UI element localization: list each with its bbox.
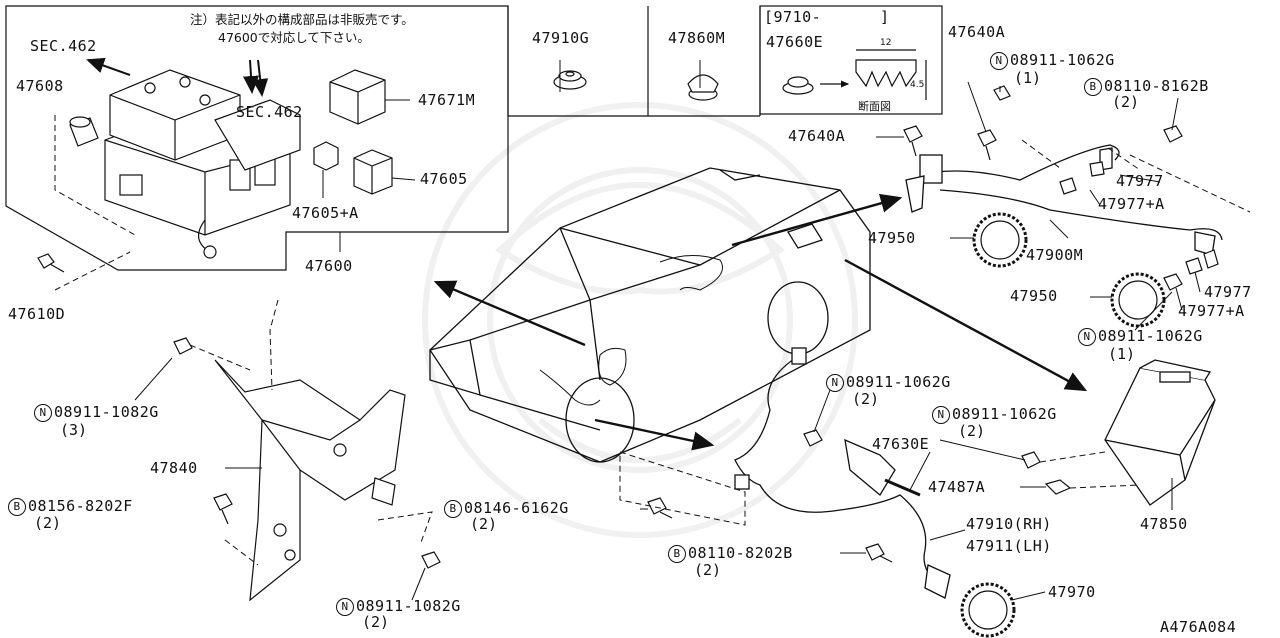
part-label-47860M[interactable]: 47860M: [668, 29, 726, 47]
part-label-47605[interactable]: 47605: [420, 170, 468, 188]
part-label-47911LH[interactable]: 47911(LH): [966, 537, 1052, 555]
part-label-47600[interactable]: 47600: [305, 257, 353, 275]
grommet-47910G-drawing: [553, 70, 587, 90]
tone-wheels: [960, 212, 1166, 638]
vehicle-outline: [429, 167, 871, 463]
section-dim-width: 12: [880, 38, 892, 48]
nut-prefix-badge: N: [1078, 328, 1096, 346]
plug-47860M-drawing: [687, 74, 719, 101]
part-label-47671M[interactable]: 47671M: [418, 91, 476, 109]
nut-prefix-badge: N: [34, 404, 52, 422]
qty-n-08911-1062G-mid2: (2): [958, 422, 986, 440]
front-sensor-drawing: [734, 347, 951, 599]
part-label-47640A-top[interactable]: 47640A: [948, 23, 1006, 41]
sec-ref-left[interactable]: SEC.462: [30, 37, 97, 55]
part-label-47608[interactable]: 47608: [16, 77, 64, 95]
bolt-prefix-badge: B: [444, 500, 462, 518]
part-label-47950-top[interactable]: 47950: [868, 229, 916, 247]
part-label-47610D[interactable]: 47610D: [8, 305, 66, 323]
control-unit-47850-drawing: [1104, 359, 1216, 506]
qty-b-08110-8202B: (2): [694, 561, 722, 579]
dashed-leaders: [54, 115, 1251, 566]
parts-note-line1: 注）表記以外の構成部品は非販売です。: [190, 12, 414, 27]
nut-prefix-badge: N: [932, 406, 950, 424]
qty-b-08110-8162B: (2): [1112, 93, 1140, 111]
part-label-47850[interactable]: 47850: [1140, 515, 1188, 533]
bolt-prefix-badge: B: [668, 545, 686, 563]
qty-b-08146-6162G: (2): [470, 515, 498, 533]
qty-n-08911-1082G-left: (3): [60, 421, 88, 439]
qty-n-08911-1062G-right: (1): [1108, 345, 1136, 363]
part-label-47970[interactable]: 47970: [1048, 583, 1096, 601]
part-label-47640A-left[interactable]: 47640A: [788, 127, 846, 145]
parts-note-line2: 47600で対応して下さい。: [218, 30, 370, 45]
part-label-47910RH[interactable]: 47910(RH): [966, 515, 1052, 533]
part-label-47977-right[interactable]: 47977: [1204, 283, 1252, 301]
part-label-47977A-top[interactable]: 47977+A: [1098, 195, 1165, 213]
bolt-prefix-badge: B: [8, 498, 26, 516]
section-view-caption: 断面図: [858, 100, 891, 113]
part-label-47910G[interactable]: 47910G: [532, 29, 590, 47]
callout-arrows: [433, 193, 1088, 451]
part-label-47950-mid[interactable]: 47950: [1010, 287, 1058, 305]
actuator-frame: [5, 5, 943, 271]
vehicle-harness: [539, 255, 723, 406]
drawing-code: A476A084: [1160, 618, 1237, 636]
solid-leaders: [134, 60, 1201, 601]
qty-n-08911-1062G-mid1: (2): [852, 390, 880, 408]
nut-prefix-badge: N: [990, 52, 1008, 70]
bracket-47840-drawing: [214, 359, 406, 602]
part-label-47840[interactable]: 47840: [150, 459, 198, 477]
grommet-47660E-drawing: [782, 49, 927, 100]
inset-date-start: [9710-: [764, 8, 822, 26]
nut-prefix-badge: N: [826, 374, 844, 392]
part-47605A-drawing: [313, 141, 339, 171]
section-dim-height: 4.5: [910, 80, 925, 90]
bolt-prefix-badge: B: [1084, 78, 1102, 96]
sec-ref-right[interactable]: SEC.462: [236, 103, 303, 121]
watermark-emblem: [422, 102, 858, 538]
part-label-47977-top[interactable]: 47977: [1116, 172, 1164, 190]
rear-sensors: [1059, 161, 1219, 275]
part-47608-drawing: [69, 116, 99, 147]
qty-n-08911-1062G-top: (1): [1014, 69, 1042, 87]
qty-b-08156-8202F: (2): [34, 514, 62, 532]
inset-date-end: ]: [880, 8, 890, 26]
sec-arrows: [86, 57, 269, 97]
part-label-47605A[interactable]: 47605+A: [292, 204, 359, 222]
part-label-47630E[interactable]: 47630E: [872, 435, 930, 453]
part-label-47487A[interactable]: 47487A: [928, 478, 986, 496]
abs-actuator-unit: [104, 69, 301, 259]
part-47605-drawing: [353, 149, 393, 195]
part-label-47660E[interactable]: 47660E: [766, 33, 824, 51]
qty-n-08911-1082G-bottom: (2): [362, 613, 390, 631]
fastener-drawings: [173, 85, 1183, 569]
part-label-47900M[interactable]: 47900M: [1026, 246, 1084, 264]
part-47671M-drawing: [329, 69, 386, 125]
part-label-47977A-right[interactable]: 47977+A: [1178, 302, 1245, 320]
nut-prefix-badge: N: [336, 598, 354, 616]
part-47610D-drawing: [37, 253, 65, 273]
